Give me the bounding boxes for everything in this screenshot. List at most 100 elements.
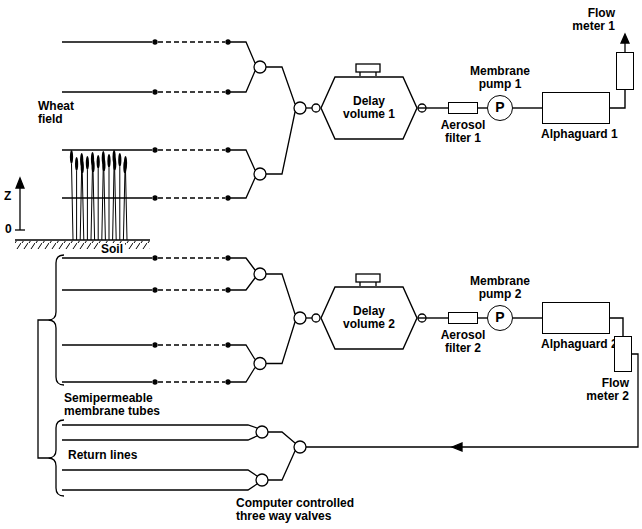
node-label: Membrane pump 1 — [465, 65, 535, 91]
stroke — [230, 178, 255, 198]
inlet — [312, 104, 320, 112]
stroke — [266, 112, 295, 174]
bracket-link — [38, 320, 48, 458]
stroke — [153, 90, 157, 94]
three-way-valve — [294, 102, 306, 114]
stroke — [306, 317, 312, 318]
stroke — [266, 274, 295, 314]
stroke — [62, 424, 230, 425]
exhaust-arrowhead — [621, 34, 629, 43]
stroke — [230, 484, 257, 490]
stroke — [123, 174, 125, 240]
stroke — [230, 345, 255, 360]
pump-circle: Membrane pump 1P — [487, 95, 513, 121]
hexagon-outline — [321, 77, 417, 139]
instrument-box: Flow meter 2 — [614, 336, 632, 372]
pipe-connector — [610, 318, 623, 336]
return-line — [306, 354, 638, 447]
stroke — [226, 148, 230, 152]
node-label: Aerosol filter 1 — [437, 119, 489, 145]
node-text: P — [495, 310, 504, 325]
stroke — [268, 451, 295, 480]
three-way-valve — [254, 168, 266, 180]
stroke — [75, 157, 78, 171]
stroke — [226, 196, 230, 200]
node-text: Delay volume 2 — [338, 305, 400, 331]
text-label: Return lines — [68, 449, 137, 462]
text-label: Semipermeable membrane tubes — [64, 392, 174, 418]
delay-bypass — [356, 274, 380, 282]
stroke — [230, 470, 257, 476]
stroke — [230, 368, 255, 383]
stroke — [82, 174, 84, 240]
stroke — [230, 42, 255, 63]
pipe-connector — [478, 317, 487, 318]
stroke — [230, 425, 257, 428]
tube-bracket — [48, 255, 64, 385]
stroke — [153, 343, 157, 347]
wheat-plants — [70, 150, 127, 240]
stroke — [226, 288, 230, 292]
text-label: Z — [4, 190, 11, 203]
stroke — [158, 149, 225, 150]
delay-fittings — [306, 64, 426, 322]
stroke — [124, 156, 127, 170]
stroke — [62, 91, 152, 92]
stroke — [230, 150, 255, 170]
text-label: Computer controlled three way valves — [236, 497, 376, 523]
text-label: 0 — [5, 223, 12, 236]
stroke — [226, 343, 230, 347]
three-way-valve — [254, 268, 266, 280]
stroke — [158, 344, 225, 345]
stroke — [230, 258, 255, 270]
instrument-box: Alphaguard 1 — [542, 92, 610, 124]
soil-line — [15, 239, 150, 240]
stroke — [62, 439, 230, 440]
node-text: P — [495, 100, 504, 115]
return-bracket — [48, 420, 64, 496]
pipe-connector — [513, 317, 542, 318]
pipe-connector — [610, 90, 625, 108]
exhaust-and-return — [306, 34, 638, 451]
stroke — [98, 169, 99, 240]
stroke — [359, 72, 360, 76]
instrument-box: Aerosol filter 1 — [448, 102, 478, 114]
stroke — [268, 432, 295, 443]
stroke — [375, 72, 376, 76]
three-way-valve — [294, 441, 306, 453]
stroke — [230, 436, 257, 440]
stroke — [92, 159, 95, 173]
node-label: Aerosol filter 2 — [437, 329, 489, 355]
brackets — [38, 255, 64, 496]
stroke — [115, 171, 117, 240]
inlet — [312, 314, 320, 322]
stroke — [107, 154, 110, 168]
stroke — [153, 40, 157, 44]
stroke — [109, 168, 110, 240]
three-way-valve — [256, 426, 268, 438]
stroke — [72, 164, 74, 240]
stroke — [62, 289, 152, 290]
node-label: Flow meter 2 — [569, 377, 629, 403]
stroke — [104, 172, 106, 240]
stroke — [113, 157, 116, 171]
stroke — [81, 160, 84, 174]
stroke — [126, 170, 128, 240]
stroke — [102, 158, 105, 172]
stroke — [70, 150, 73, 164]
soil-hatch — [15, 241, 150, 249]
stroke — [113, 164, 115, 240]
stroke — [87, 170, 88, 240]
stroke — [62, 381, 152, 382]
zero-tick — [15, 229, 25, 230]
stroke — [158, 289, 225, 290]
field-illustration — [15, 150, 150, 249]
stroke — [62, 344, 152, 345]
delay-bypass — [356, 64, 380, 72]
pipe-connector — [513, 107, 542, 108]
pipe-connector — [478, 107, 487, 108]
stroke — [226, 40, 230, 44]
stroke — [266, 322, 295, 364]
stroke — [158, 197, 225, 198]
stroke — [62, 489, 230, 490]
